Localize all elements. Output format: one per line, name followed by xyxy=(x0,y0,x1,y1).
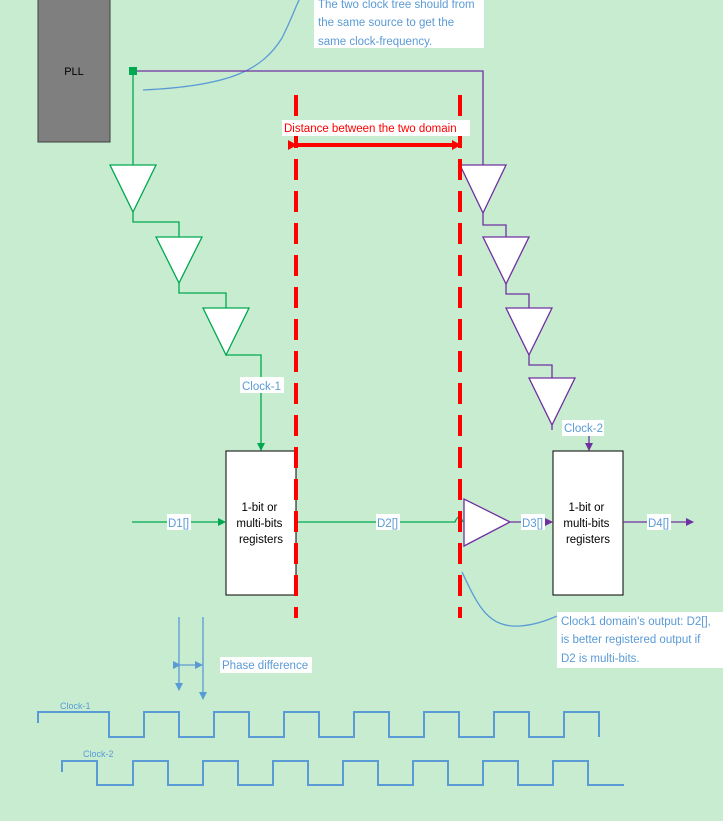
d2-signal: D2[] xyxy=(296,514,464,530)
svg-text:1-bit or multi-bits: 1-bit or multi-bits registers xyxy=(563,502,612,546)
register-right: 1-bit or multi-bits registers xyxy=(552,450,624,596)
top-note-line-1: The two clock tree should from xyxy=(318,0,475,11)
phase-label: Phase difference xyxy=(222,660,308,672)
clock1-buffer-3 xyxy=(201,307,251,357)
register-left-line-3: registers xyxy=(239,534,283,546)
clock2-route xyxy=(133,70,487,181)
d4-signal: D4[] xyxy=(623,514,694,530)
clock2-buffer-chain: Clock-2 xyxy=(458,164,604,451)
waveform-clock1-label: Clock-1 xyxy=(60,701,91,711)
register-right-line-1: 1-bit or xyxy=(569,502,605,514)
d1-label: D1[] xyxy=(168,518,189,530)
clock1-buffer-chain: Clock-1 xyxy=(108,164,284,451)
clock1-buffer-2 xyxy=(154,236,204,285)
register-right-line-3: registers xyxy=(566,534,610,546)
phase-difference: Phase difference xyxy=(173,617,312,700)
clock1-route xyxy=(129,67,137,182)
top-note: The two clock tree should from the same … xyxy=(142,0,484,91)
sync-buffer xyxy=(463,497,512,548)
clock2-buffer-3 xyxy=(504,307,554,357)
svg-text:The two clock tree should from: The two clock tree should from the same … xyxy=(318,0,478,48)
svg-text:1-bit or multi-bits: 1-bit or multi-bits registers xyxy=(236,502,285,546)
waveforms: Clock-1 Clock-2 xyxy=(37,701,624,786)
register-left: 1-bit or multi-bits registers xyxy=(225,450,297,596)
bottom-note-callout xyxy=(461,571,558,627)
pll-label: PLL xyxy=(64,66,84,78)
distance-label: Distance between the two domain xyxy=(284,123,457,135)
d3-signal: D3[] xyxy=(510,514,553,530)
domain-boundaries: Distance between the two domain xyxy=(282,95,470,618)
clock1-buffer-1 xyxy=(108,164,158,214)
svg-text:Clock1 domain's output: D2[],: Clock1 domain's output: D2[], is better … xyxy=(561,616,714,665)
register-left-line-1: 1-bit or xyxy=(242,502,278,514)
bottom-note-line-3: D2 is multi-bits. xyxy=(561,653,640,665)
waveform-clock2-label: Clock-2 xyxy=(83,749,114,759)
top-note-callout xyxy=(142,0,300,91)
waveform-clock1 xyxy=(37,711,600,738)
clock2-buffer-2 xyxy=(481,236,531,286)
bottom-note-line-2: is better registered output if xyxy=(561,634,701,646)
top-note-line-3: same clock-frequency. xyxy=(318,36,432,48)
pll-block: PLL xyxy=(37,0,111,143)
d1-signal: D1[] xyxy=(132,514,226,530)
clock1-label: Clock-1 xyxy=(242,381,281,393)
waveform-clock2 xyxy=(61,760,624,786)
d2-label: D2[] xyxy=(377,518,398,530)
bottom-note-line-1: Clock1 domain's output: D2[], xyxy=(561,616,711,628)
d4-label: D4[] xyxy=(648,518,669,530)
clock2-buffer-4 xyxy=(527,377,577,427)
d3-label: D3[] xyxy=(522,518,543,530)
clock2-buffer-1 xyxy=(458,164,508,215)
register-right-line-2: multi-bits xyxy=(563,518,609,530)
top-note-line-2: the same source to get the xyxy=(318,17,454,29)
clock2-label: Clock-2 xyxy=(564,423,603,435)
register-left-line-2: multi-bits xyxy=(236,518,282,530)
bottom-note: Clock1 domain's output: D2[], is better … xyxy=(461,571,723,668)
